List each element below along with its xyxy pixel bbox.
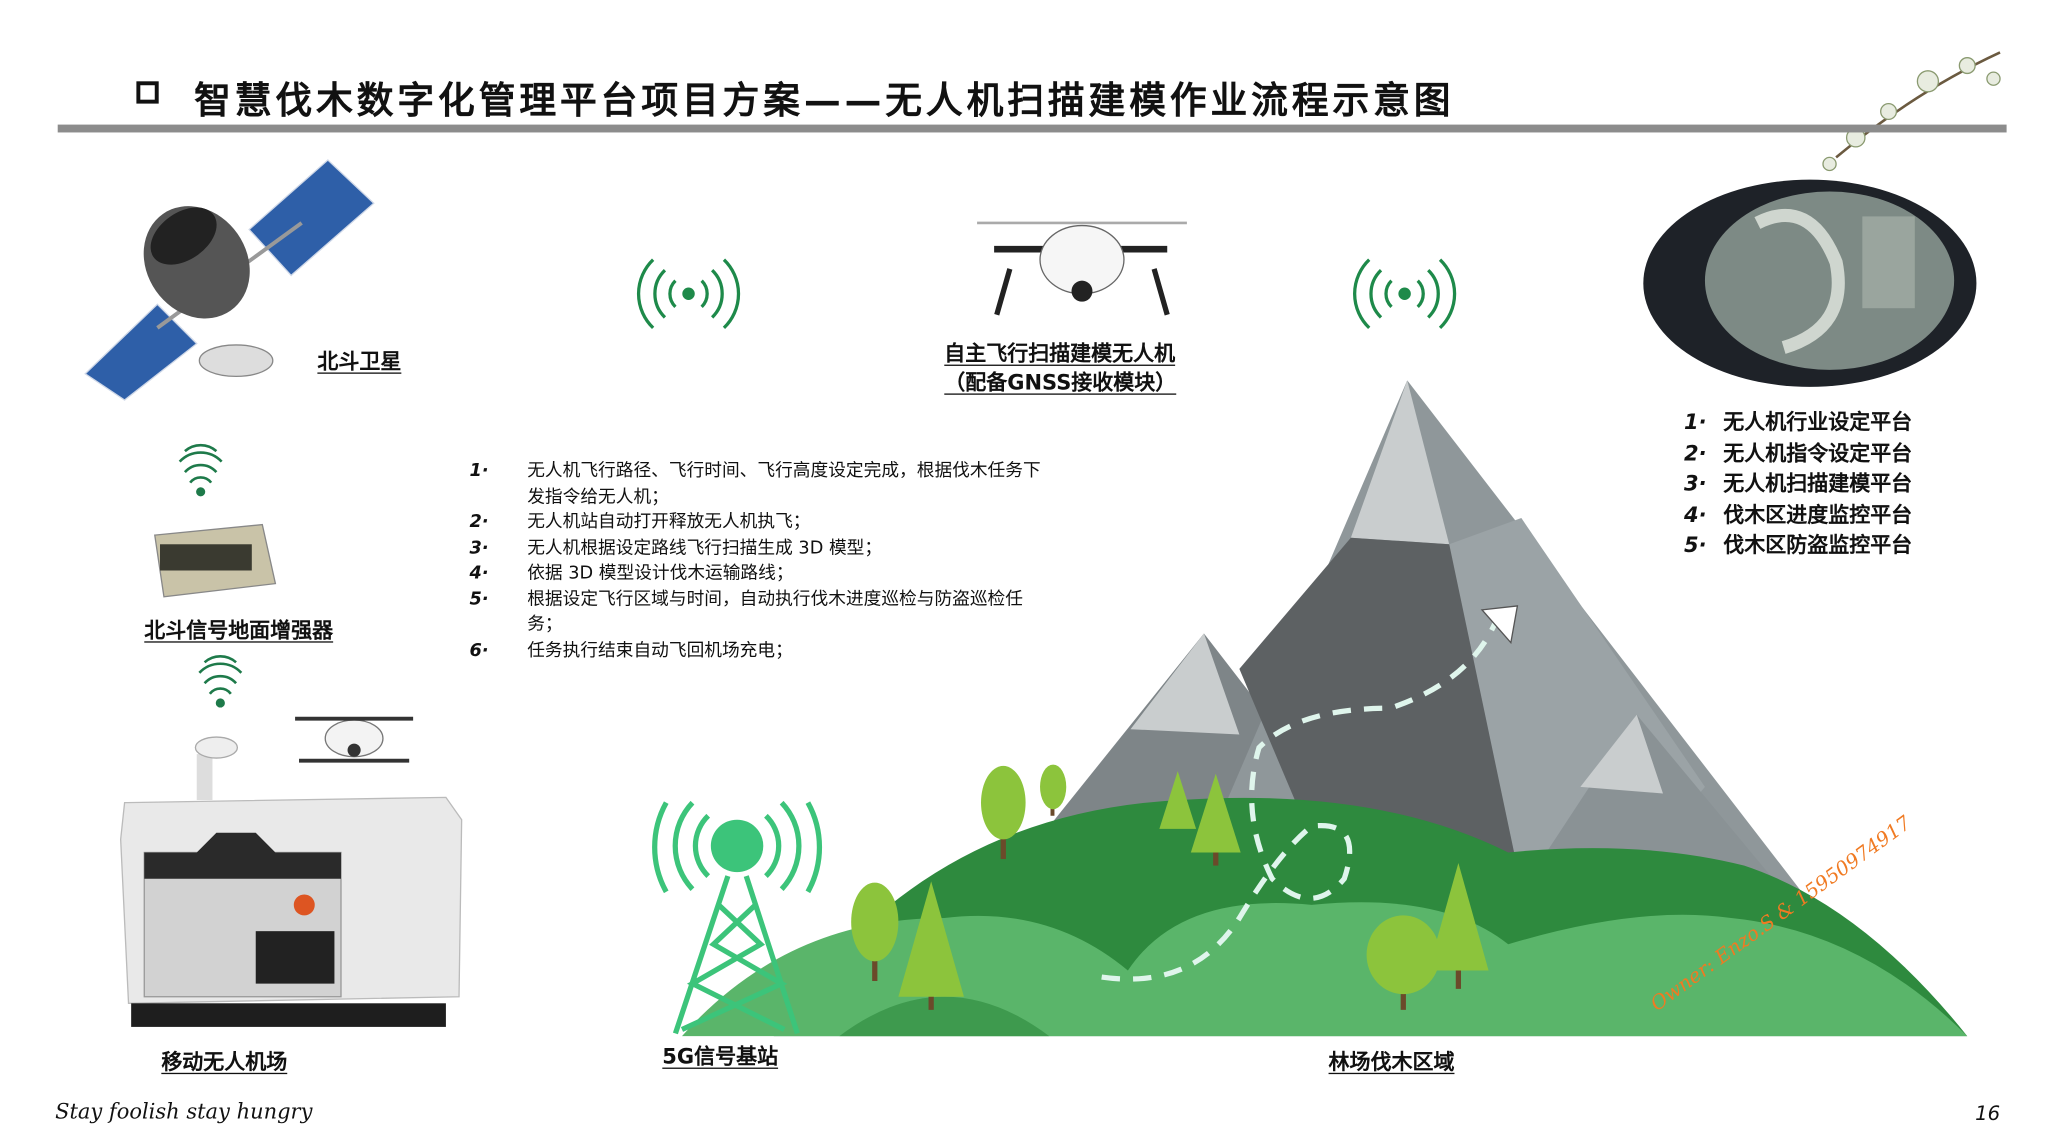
step-text: 依据 3D 模型设计伐木运输路线； bbox=[527, 562, 794, 584]
step-number: 5· bbox=[469, 588, 489, 610]
step-number: 6· bbox=[469, 639, 489, 661]
page-title: 智慧伐木数字化管理平台项目方案——无人机扫描建模作业流程示意图 bbox=[194, 78, 1455, 122]
platform-item: 4· 伐木区进度监控平台 bbox=[1684, 499, 1912, 530]
platform-list: 1· 无人机行业设定平台 2· 无人机指令设定平台 3· 无人机扫描建模平台 4· 伐木… bbox=[1684, 407, 1912, 561]
platform-text: 伐木区进度监控平台 bbox=[1723, 501, 1913, 527]
blossom-decoration bbox=[1822, 51, 2001, 172]
step-item: 4· 依据 3D 模型设计伐木运输路线； bbox=[470, 561, 1047, 587]
signal-icon-enhancer bbox=[198, 655, 243, 708]
platform-number: 2· bbox=[1683, 440, 1707, 465]
step-item: 3· 无人机根据设定路线飞行扫描生成 3D 模型； bbox=[470, 536, 1047, 562]
platform-text: 无人机指令设定平台 bbox=[1723, 440, 1913, 465]
step-number: 1· bbox=[469, 460, 489, 482]
signal-icon-satellite bbox=[178, 443, 223, 497]
satellite-image bbox=[84, 159, 375, 401]
label-satellite: 北斗卫星 bbox=[317, 348, 402, 374]
step-item: 2· 无人机站自动打开释放无人机执飞； bbox=[470, 510, 1047, 536]
workflow-steps: 1·无人机飞行路径、飞行时间、飞行高度设定完成，根据伐木任务下发指令给无人机； … bbox=[470, 459, 1047, 664]
platform-number: 3· bbox=[1683, 470, 1707, 496]
step-text: 无人机站自动打开释放无人机执飞； bbox=[527, 511, 811, 533]
forest-hills bbox=[681, 797, 1968, 1037]
broadcast-icon-left bbox=[636, 258, 741, 330]
step-text: 无人机飞行路径、飞行时间、飞行高度设定完成，根据伐木任务下发指令给无人机； bbox=[527, 460, 1041, 507]
label-forest-area: 林场伐木区域 bbox=[1328, 1049, 1455, 1075]
platform-text: 无人机行业设定平台 bbox=[1723, 409, 1913, 435]
step-item: 6· 任务执行结束自动飞回机场充电； bbox=[470, 638, 1047, 664]
step-number: 3· bbox=[469, 537, 489, 559]
label-ground-enhancer: 北斗信号地面增强器 bbox=[144, 617, 334, 643]
step-text: 根据设定飞行区域与时间，自动执行伐木进度巡检与防盗巡检任务； bbox=[527, 588, 1023, 635]
platform-item: 3· 无人机扫描建模平台 bbox=[1684, 468, 1912, 499]
label-drone-line1: 自主飞行扫描建模无人机 bbox=[944, 340, 1176, 366]
label-drone-line2: （配备GNSS接收模块） bbox=[944, 369, 1177, 395]
step-number: 2· bbox=[469, 511, 489, 533]
flight-path bbox=[1101, 605, 1519, 982]
platform-number: 1· bbox=[1683, 409, 1707, 435]
page-number: 16 bbox=[1975, 1101, 2001, 1126]
platform-item: 2· 无人机指令设定平台 bbox=[1684, 437, 1912, 468]
step-item: 5· 根据设定飞行区域与时间，自动执行伐木进度巡检与防盗巡检任务； bbox=[470, 587, 1047, 638]
step-text: 任务执行结束自动飞回机场充电； bbox=[527, 639, 793, 661]
ground-enhancer-image bbox=[154, 523, 277, 598]
platform-item: 5· 伐木区防盗监控平台 bbox=[1684, 530, 1912, 561]
step-number: 4· bbox=[469, 562, 489, 584]
trees bbox=[851, 764, 1489, 1010]
label-base-station: 5G信号基站 bbox=[662, 1043, 779, 1069]
step-text: 无人机根据设定路线飞行扫描生成 3D 模型； bbox=[527, 537, 883, 559]
5g-tower-icon bbox=[652, 800, 823, 1035]
platform-item: 1· 无人机行业设定平台 bbox=[1684, 407, 1912, 438]
platform-text: 伐木区防盗监控平台 bbox=[1723, 532, 1913, 558]
platform-number: 4· bbox=[1683, 501, 1707, 527]
title-bullet-icon bbox=[136, 81, 159, 104]
drone-image bbox=[977, 221, 1187, 316]
label-drone-station: 移动无人机场 bbox=[161, 1049, 288, 1075]
platform-screenshot bbox=[1643, 179, 1977, 387]
drone-station-image bbox=[120, 736, 463, 1027]
broadcast-icon-right bbox=[1353, 258, 1457, 330]
step-item: 1· 无人机飞行路径、飞行时间、飞行高度设定完成，根据伐木任务下发指令给无人机； bbox=[470, 459, 1047, 510]
footer-motto: Stay foolish stay hungry bbox=[55, 1099, 313, 1124]
title-divider bbox=[57, 124, 2007, 133]
platform-text: 无人机扫描建模平台 bbox=[1723, 470, 1913, 496]
platform-number: 5· bbox=[1683, 532, 1707, 558]
drone-small-image bbox=[295, 716, 414, 763]
